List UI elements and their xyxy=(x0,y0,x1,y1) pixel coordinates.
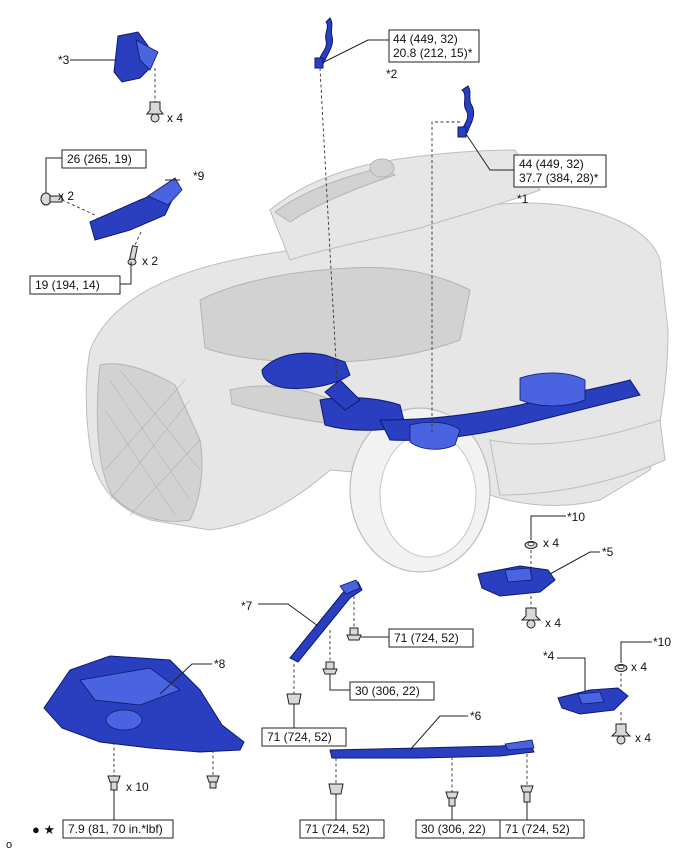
torque-box-part-2 xyxy=(388,29,480,63)
callout-part-9: *9 xyxy=(193,169,205,183)
callout-part-10-lower: *10 xyxy=(653,635,671,649)
torque-box-part-1 xyxy=(513,154,607,188)
part-8-bolt-left xyxy=(107,775,121,791)
part-9-bottom-guide xyxy=(134,231,142,246)
part-5-clip xyxy=(520,607,542,629)
callout-part-10-upper-leader xyxy=(530,515,566,540)
part-4-clip xyxy=(610,723,632,745)
part-7-bolt-mid xyxy=(322,661,338,675)
part-1-torque-leader xyxy=(465,133,515,171)
callout-part-5: *5 xyxy=(602,545,614,559)
qty-part-8: x 10 xyxy=(126,780,149,794)
torque-part-9-bottom-leader xyxy=(120,262,132,285)
part-7-brace xyxy=(289,579,363,663)
torque-box-part-9-bottom xyxy=(29,275,121,295)
callout-part-6: *6 xyxy=(470,709,482,723)
part-1-guide-line xyxy=(431,121,460,432)
part-10-gasket-lower xyxy=(614,664,628,672)
qty-part-3: x 4 xyxy=(167,111,183,125)
exhaust-pipe-assembly xyxy=(261,352,641,450)
part-6-bolt-right xyxy=(520,785,534,803)
part-4-cover xyxy=(557,687,629,715)
part-9-bracket xyxy=(89,177,183,241)
torque-box-part-9-top xyxy=(61,149,147,169)
torque-part-1-line2: 37.7 (384, 28)* xyxy=(519,171,599,185)
torque-part-9-top: 26 (265, 19) xyxy=(67,152,132,166)
callout-part-4-leader xyxy=(557,657,586,692)
torque-part-8: 7.9 (81, 70 in.*lbf) xyxy=(68,822,163,836)
qty-part-9-bottom: x 2 xyxy=(142,254,158,268)
qty-part-4: x 4 xyxy=(635,731,651,745)
part-5-cover xyxy=(477,565,556,597)
callout-part-5-leader xyxy=(549,551,600,575)
part-3-clip xyxy=(146,101,164,123)
torque-box-part-6-left xyxy=(299,819,385,839)
part-9-top-guide xyxy=(61,199,96,216)
torque-part-6-mid: 30 (306, 22) xyxy=(421,822,486,836)
part-8-bolt-right xyxy=(206,775,220,789)
qty-part-5: x 4 xyxy=(545,616,561,630)
torque-part-6-left: 71 (724, 52) xyxy=(305,822,370,836)
torque-part-7-mid: 30 (306, 22) xyxy=(355,684,420,698)
callout-part-1: *1 xyxy=(517,192,529,206)
callout-part-7-leader xyxy=(258,603,319,627)
callout-part-8: *8 xyxy=(214,657,226,671)
part-2-oxygen-sensor xyxy=(314,17,333,69)
torque-part-7-left: 71 (724, 52) xyxy=(267,730,332,744)
torque-box-part-7-mid xyxy=(349,681,435,701)
callout-part-10-upper: *10 xyxy=(567,510,585,524)
callout-part-2: *2 xyxy=(386,67,398,81)
part-8-undercover xyxy=(43,655,245,753)
torque-box-part-7-left xyxy=(261,727,347,747)
torque-part-9-bottom: 19 (194, 14) xyxy=(35,278,100,292)
part-2-guide-line xyxy=(319,67,338,381)
vehicle-illustration xyxy=(85,149,669,573)
part-7-bolt-left xyxy=(286,693,302,705)
callout-part-8-leader xyxy=(159,663,212,695)
qty-part-10-upper: x 4 xyxy=(543,536,559,550)
torque-box-part-7-right xyxy=(388,628,474,648)
torque-part-1-line1: 44 (449, 32) xyxy=(519,157,584,171)
callout-part-3: *3 xyxy=(58,53,70,67)
torque-part-7-right: 71 (724, 52) xyxy=(394,631,459,645)
part-2-torque-leader xyxy=(323,39,390,63)
callout-part-10-lower-leader xyxy=(620,641,652,663)
torque-box-part-6-right xyxy=(499,819,585,839)
part-10-gasket-upper xyxy=(524,541,538,549)
qty-part-9-top: x 2 xyxy=(58,189,74,203)
torque-part-2-line2: 20.8 (212, 15)* xyxy=(393,46,473,60)
part-1-oxygen-sensor xyxy=(457,85,474,138)
part-9-bolt-bottom xyxy=(127,245,138,266)
part-6-bolt-left xyxy=(328,783,344,795)
callout-part-4: *4 xyxy=(543,649,555,663)
torque-part-2-line1: 44 (449, 32) xyxy=(393,32,458,46)
diagram-corner-mark: o xyxy=(6,839,12,851)
legend-symbols: ● ★ xyxy=(32,822,55,837)
torque-part-7-mid-leader xyxy=(329,674,350,691)
callout-part-6-leader xyxy=(409,715,468,751)
torque-part-6-right: 71 (724, 52) xyxy=(505,822,570,836)
torque-box-part-8 xyxy=(62,819,174,839)
part-6-brace xyxy=(329,739,535,759)
torque-part-9-top-leader xyxy=(45,157,62,193)
part-7-bolt-right xyxy=(346,627,362,641)
part-6-bolt-mid xyxy=(445,791,459,807)
qty-part-10-lower: x 4 xyxy=(631,660,647,674)
part-3-bracket xyxy=(113,31,159,83)
callout-part-7: *7 xyxy=(241,599,253,613)
